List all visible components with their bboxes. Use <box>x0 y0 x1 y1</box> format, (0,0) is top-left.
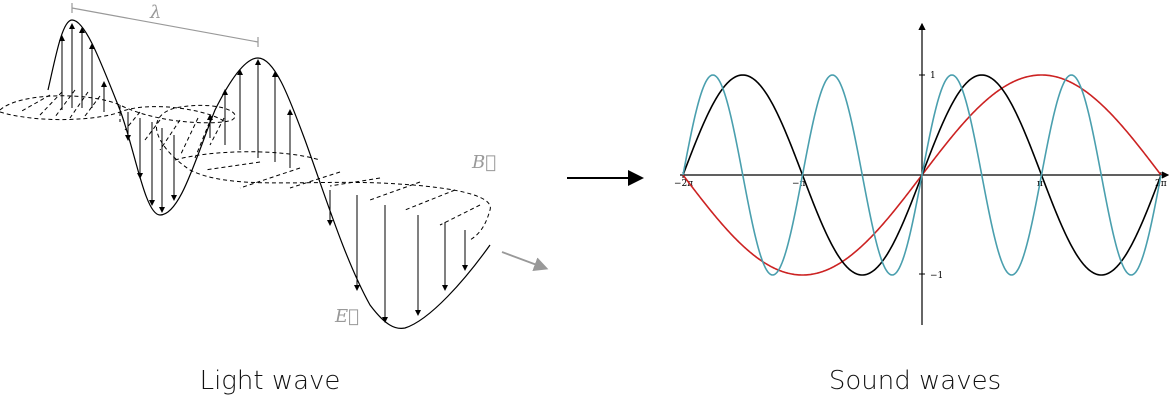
light-wave-diagram: λ <box>0 2 549 330</box>
sound-waves-caption: Sound waves <box>828 366 1002 396</box>
tick-label-x-neg-2pi: −2π <box>674 179 693 189</box>
tick-label-y-pos-1: 1 <box>930 71 936 81</box>
wavelength-label: λ <box>149 2 161 23</box>
light-wave-caption: Light wave <box>199 366 341 396</box>
propagation-arrow <box>501 251 549 271</box>
magnetic-field-arrows <box>19 89 481 226</box>
tick-label-x-neg-pi: −π <box>792 179 806 189</box>
curves <box>682 74 1162 276</box>
magnetic-field-wave <box>0 95 491 241</box>
sound-waves-plot: −2π −π π 2π 1 −1 <box>674 22 1170 325</box>
e-field-label: E⃗ <box>334 306 359 327</box>
tick-label-y-neg-1: −1 <box>930 271 943 281</box>
electric-field-arrows <box>59 23 468 323</box>
b-field-label: B⃗ <box>471 152 496 173</box>
wavelength-bracket <box>71 3 259 47</box>
electric-field-wave <box>47 19 491 330</box>
tick-label-x-2pi: 2π <box>1155 179 1167 189</box>
series-line-sin2x <box>682 74 1162 276</box>
